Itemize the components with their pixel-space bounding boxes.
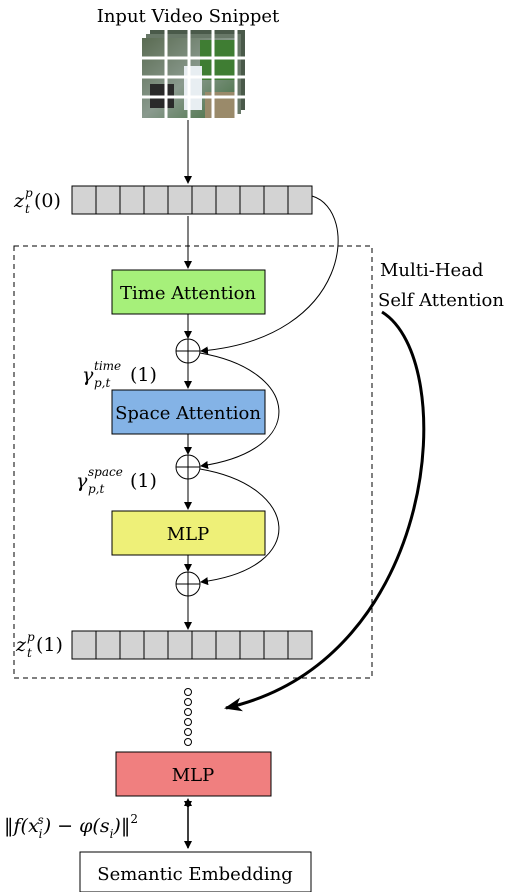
svg-text:time: time: [94, 359, 121, 373]
svg-text:(1): (1): [130, 470, 157, 492]
token-row-top-label: z p t (0): [13, 186, 61, 216]
token-cell: [71, 630, 97, 660]
token-cell: [239, 185, 265, 215]
token-row-top: [71, 185, 313, 215]
svg-text:‖f(xis) − φ(si)‖2: ‖f(xis) − φ(si)‖2: [4, 812, 138, 841]
circled-plus-icon: [175, 454, 201, 480]
token-row-bottom-label: z p t (1): [15, 630, 63, 660]
svg-text:space: space: [88, 465, 123, 479]
token-cell: [263, 630, 289, 660]
svg-text:t: t: [27, 646, 32, 660]
svg-text:γ: γ: [82, 364, 94, 386]
semantic-embedding-block: Semantic Embedding: [79, 851, 312, 892]
token-cell: [167, 185, 193, 215]
token-cell: [287, 185, 313, 215]
time-attention-block: Time Attention: [111, 269, 266, 315]
svg-text:(0): (0): [34, 190, 61, 212]
svg-text:p: p: [25, 186, 33, 200]
token-cell: [143, 630, 169, 660]
svg-text:z: z: [13, 190, 25, 212]
circled-plus-icon: [175, 338, 201, 364]
mlp-block: MLP: [111, 510, 266, 556]
token-cell: [143, 185, 169, 215]
ellipsis-icon: [184, 688, 192, 746]
svg-text:Space Attention: Space Attention: [115, 403, 261, 424]
side-label-line2: Self Attention: [378, 290, 504, 311]
space-attention-block: Space Attention: [111, 389, 266, 435]
token-cell: [287, 630, 313, 660]
token-cell: [263, 185, 289, 215]
token-cell: [71, 185, 97, 215]
side-label-line1: Multi-Head: [380, 260, 483, 281]
svg-text:MLP: MLP: [172, 765, 215, 786]
token-cell: [95, 185, 121, 215]
svg-text:Semantic Embedding: Semantic Embedding: [97, 864, 292, 885]
repeat-layer-arrow: [224, 310, 426, 712]
circled-plus-icon: [175, 571, 201, 597]
mlp-head-block: MLP: [115, 751, 272, 797]
svg-text:p,t: p,t: [94, 376, 110, 390]
svg-text:z: z: [15, 634, 27, 656]
token-cell: [215, 630, 241, 660]
svg-text:p: p: [27, 630, 35, 644]
diagram-title: Input Video Snippet: [97, 6, 280, 27]
token-cell: [119, 185, 145, 215]
svg-text:t: t: [25, 202, 30, 216]
skip-connection-2: [199, 352, 280, 469]
token-cell: [119, 630, 145, 660]
svg-text:(1): (1): [130, 364, 157, 386]
multi-head-self-attention-container: [13, 245, 373, 679]
token-cell: [95, 630, 121, 660]
token-row-bottom: [71, 630, 313, 660]
token-cell: [239, 630, 265, 660]
token-cell: [167, 630, 193, 660]
svg-text:MLP: MLP: [167, 524, 210, 545]
loss-formula: ‖f(xis) − φ(si)‖2: [4, 812, 138, 841]
token-cell: [215, 185, 241, 215]
skip-connection-1: [200, 195, 339, 355]
skip-connection-3: [199, 468, 280, 586]
svg-text:γ: γ: [76, 470, 88, 492]
svg-text:p,t: p,t: [88, 482, 104, 496]
svg-text:(1): (1): [36, 634, 63, 656]
gamma-space-label: γ space p,t (1): [76, 465, 157, 496]
gamma-time-label: γ time p,t (1): [82, 359, 157, 390]
svg-text:Time Attention: Time Attention: [120, 283, 256, 304]
token-cell: [191, 630, 217, 660]
token-cell: [191, 185, 217, 215]
video-frames-icon: [142, 30, 247, 118]
